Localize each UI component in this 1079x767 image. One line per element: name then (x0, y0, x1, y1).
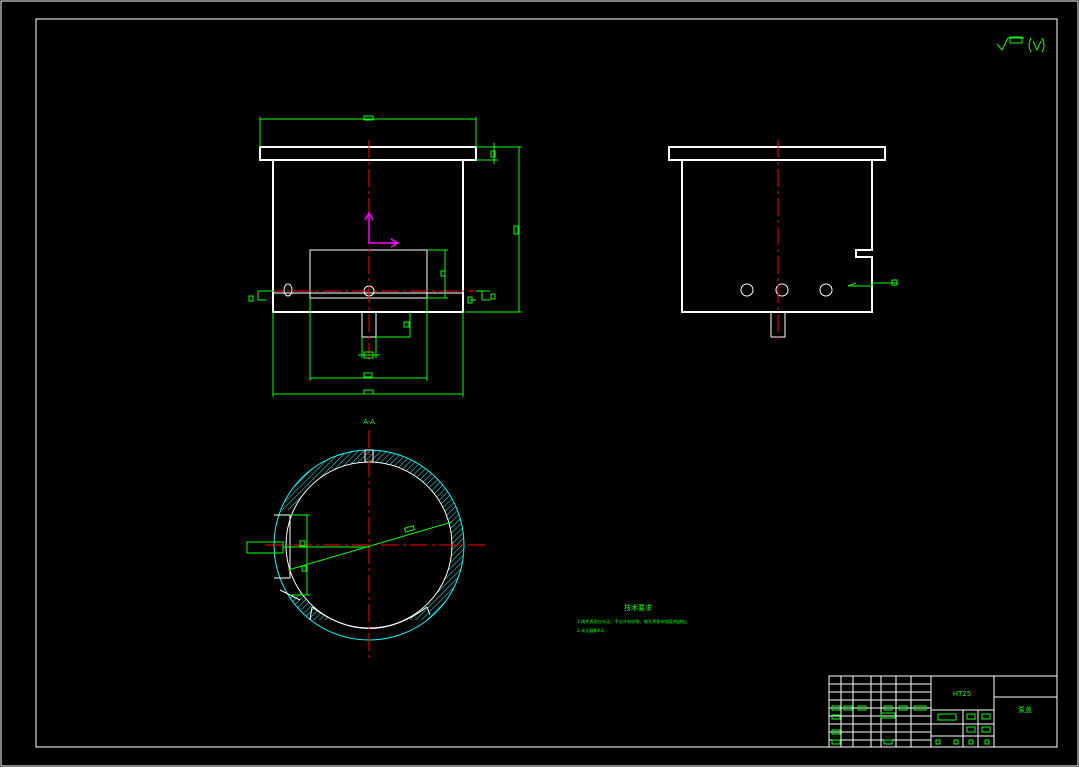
material-label: HT25 (953, 690, 971, 698)
ucs-icon (364, 211, 400, 248)
front-view (248, 115, 522, 397)
title-block: HT25 泵盖 (828, 675, 1058, 748)
tech-requirements: 技术要求 1.铸件表面应光洁，不允许有砂眼、缩孔等影响强度的缺陷。 2.未注圆角… (577, 603, 690, 634)
section-view: A-A (246, 418, 485, 660)
part-name: 泵盖 (1018, 705, 1032, 714)
section-label: A-A (363, 418, 375, 426)
roughness-symbol (996, 36, 1045, 53)
side-view (668, 140, 898, 340)
drawing-frame (35, 18, 1058, 748)
tech-note-2: 2.未注圆角R3。 (577, 627, 608, 634)
tech-note-1: 1.铸件表面应光洁，不允许有砂眼、缩孔等影响强度的缺陷。 (577, 618, 690, 625)
tech-title: 技术要求 (624, 603, 652, 612)
